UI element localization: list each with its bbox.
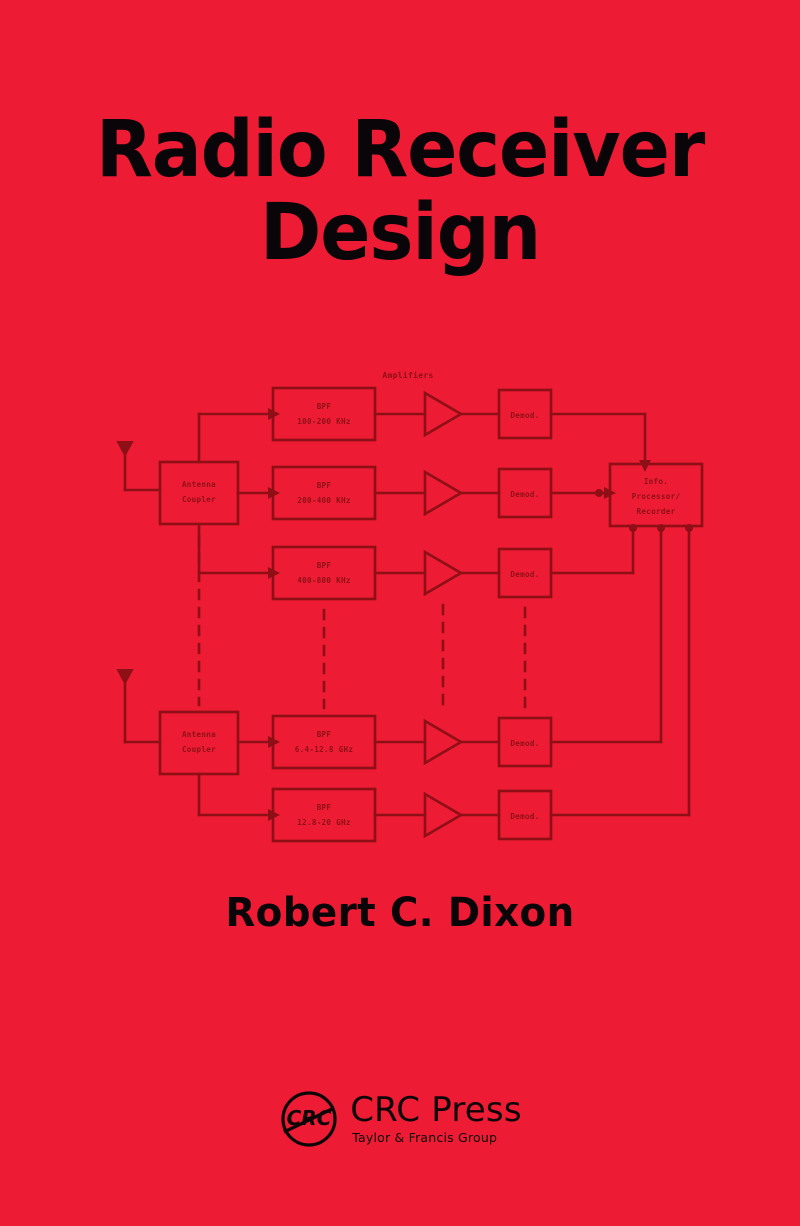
bpf-label-3-range: 400-800 KHz [297,576,351,585]
amplifier-triangle-3 [423,549,464,597]
amplifiers-label: Amplifiers [382,370,433,380]
publisher-block: CRC CRC Press Taylor & Francis Group [0,1088,800,1150]
bpf-label-1-type: BPF [317,402,332,411]
book-title: Radio Receiver Design [0,105,800,279]
processor-label-1: Info. [644,477,668,486]
bpf-label-5-type: BPF [317,803,332,812]
antenna-coupler-label-2a: Antenna [182,730,216,739]
publisher-imprint: Taylor & Francis Group [352,1130,498,1146]
amplifier-triangle-2 [423,469,464,517]
antenna-coupler-label-2b: Coupler [182,745,216,754]
antenna-coupler-label-1a: Antenna [182,480,216,489]
bpf-label-2-range: 200-400 KHz [297,496,351,505]
bpf-box-5 [271,787,377,843]
crc-logo-icon: CRC [281,1091,337,1147]
amplifier-triangle-1 [423,390,464,438]
demod-label-1: Demod. [510,411,539,420]
antenna-coupler-label-1b: Coupler [182,495,216,504]
bpf-box-1 [271,386,377,442]
demod-label-4: Demod. [510,739,539,748]
bpf-label-3-type: BPF [317,561,332,570]
antenna-coupler-box-1 [158,460,240,526]
antenna-icon-1 [116,441,162,492]
svg-text:CRC: CRC [287,1106,332,1130]
amplifier-triangle-5 [423,791,464,839]
processor-label-3: Recorder [637,507,676,516]
antenna-icon-2 [116,669,162,744]
bpf-box-3 [271,545,377,601]
bpf-label-4-type: BPF [317,730,332,739]
bpf-box-4 [271,714,377,770]
author-name: Robert C. Dixon [225,890,575,936]
title-line-2: Design [259,188,541,279]
bpf-label-4-range: 6.4-12.8 GHz [295,745,354,754]
demod-label-5: Demod. [510,812,539,821]
processor-label-2: Processor/ [632,492,681,501]
receiver-block-diagram: Amplifiers Antenna Coupler Antenna Coupl… [105,360,705,860]
antenna-coupler-box-2 [158,710,240,776]
title-line-1: Radio Receiver [95,105,705,195]
bpf-label-2-type: BPF [317,481,332,490]
publisher-name: CRC Press [350,1090,522,1131]
bpf-label-5-range: 12.8-20 GHz [297,818,351,827]
bpf-label-1-range: 100-200 KHz [297,417,351,426]
demod-label-3: Demod. [510,570,539,579]
amplifier-triangle-4 [423,718,464,766]
demod-label-2: Demod. [510,490,539,499]
bpf-box-2 [271,465,377,521]
